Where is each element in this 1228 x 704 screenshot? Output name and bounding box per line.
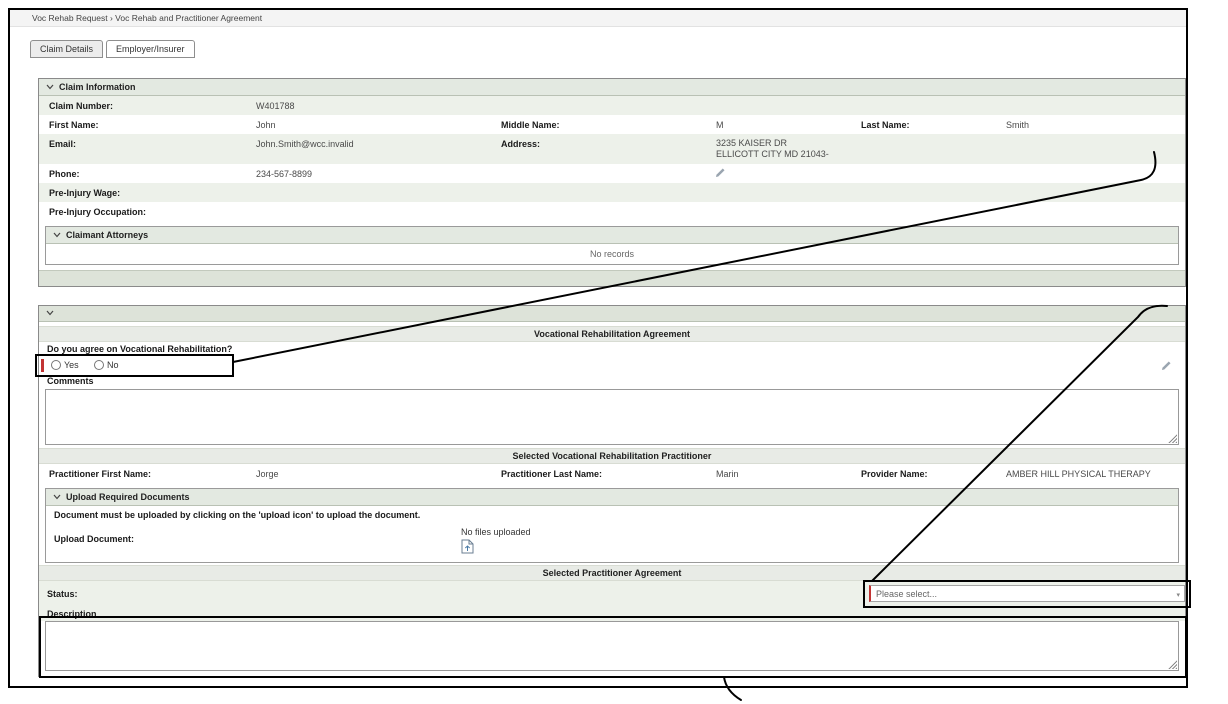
edit-icon[interactable]: [1162, 361, 1171, 372]
no-records-text: No records: [46, 244, 1178, 264]
middle-name-label: Middle Name:: [501, 120, 560, 130]
collapse-chevron-icon: [46, 79, 54, 95]
claim-number-label: Claim Number:: [49, 101, 114, 111]
panel-collapse-bar[interactable]: [39, 306, 1185, 322]
email-address-row: Email: John.Smith@wcc.invalid Address: 3…: [39, 134, 1185, 164]
practitioner-first-name-value: Jorge: [256, 469, 279, 479]
claim-number-value: W401788: [256, 101, 295, 111]
pre-injury-occupation-row: Pre-Injury Occupation:: [39, 202, 1185, 221]
claim-information-header[interactable]: Claim Information: [39, 79, 1185, 96]
pre-injury-occupation-label: Pre-Injury Occupation:: [49, 207, 147, 217]
practitioner-first-name-label: Practitioner First Name:: [49, 469, 152, 479]
collapse-chevron-icon: [53, 227, 61, 243]
app-frame: Voc Rehab Request › Voc Rehab and Practi…: [8, 8, 1188, 688]
section-title: Claimant Attorneys: [66, 230, 149, 240]
resize-grip-icon[interactable]: [1168, 434, 1177, 443]
upload-documents-header[interactable]: Upload Required Documents: [46, 489, 1178, 506]
voc-rehab-agreement-panel: Vocational Rehabilitation Agreement Do y…: [38, 305, 1186, 677]
pre-injury-wage-label: Pre-Injury Wage:: [49, 188, 121, 198]
upload-documents-box: Upload Required Documents Document must …: [45, 488, 1179, 563]
selected-practitioner-title: Selected Vocational Rehabilitation Pract…: [39, 448, 1185, 464]
upload-status-text: No files uploaded: [461, 527, 531, 537]
upload-icon[interactable]: [461, 539, 474, 557]
comments-textarea[interactable]: [45, 389, 1179, 445]
practitioner-row: Practitioner First Name: Jorge Practitio…: [39, 464, 1185, 486]
first-name-value: John: [256, 120, 276, 130]
agree-yes-label[interactable]: Yes: [64, 360, 79, 370]
status-select[interactable]: Please select... ▾: [869, 585, 1185, 602]
email-value: John.Smith@wcc.invalid: [256, 139, 354, 149]
edit-icon[interactable]: [716, 168, 725, 179]
status-select-value: Please select...: [876, 589, 938, 599]
section-title: Upload Required Documents: [66, 492, 190, 502]
provider-name-value: AMBER HILL PHYSICAL THERAPY: [1006, 469, 1151, 479]
practitioner-last-name-value: Marin: [716, 469, 739, 479]
practitioner-last-name-label: Practitioner Last Name:: [501, 469, 603, 479]
phone-row: Phone: 234-567-8899: [39, 164, 1185, 183]
upload-document-row: Upload Document: No files uploaded: [46, 524, 1178, 562]
claim-number-row: Claim Number: W401788: [39, 96, 1185, 115]
description-label: Description: [39, 607, 1185, 621]
first-name-label: First Name:: [49, 120, 99, 130]
middle-name-value: M: [716, 120, 724, 130]
address-label: Address:: [501, 139, 541, 149]
section-title: Claim Information: [59, 82, 136, 92]
description-field-wrap: [45, 621, 1179, 671]
phone-label: Phone:: [49, 169, 80, 179]
agreement-options-row: Yes No: [39, 357, 1185, 375]
name-row: First Name: John Middle Name: M Last Nam…: [39, 115, 1185, 134]
provider-name-label: Provider Name:: [861, 469, 928, 479]
agreement-question-label: Do you agree on Vocational Rehabilitatio…: [47, 344, 233, 354]
phone-value: 234-567-8899: [256, 169, 313, 179]
practitioner-agreement-title: Selected Practitioner Agreement: [39, 565, 1185, 581]
agree-no-radio[interactable]: [94, 360, 104, 370]
status-row: Status: Please select... ▾: [39, 581, 1185, 607]
voc-rehab-agreement-title: Vocational Rehabilitation Agreement: [39, 326, 1185, 342]
agree-no-option: No: [94, 360, 119, 370]
tab-employer-insurer[interactable]: Employer/Insurer: [106, 40, 195, 58]
status-label: Status:: [47, 589, 78, 599]
description-textarea[interactable]: [45, 621, 1179, 671]
claim-information-panel: Claim Information Claim Number: W401788 …: [38, 78, 1186, 287]
claim-panel-footer: [39, 270, 1185, 286]
comments-label: Comments: [47, 376, 94, 386]
tab-bar: Claim Details Employer/Insurer: [30, 40, 198, 58]
pre-injury-wage-row: Pre-Injury Wage:: [39, 183, 1185, 202]
claimant-attorneys-box: Claimant Attorneys No records: [45, 226, 1179, 265]
agree-no-label[interactable]: No: [107, 360, 119, 370]
email-label: Email:: [49, 139, 77, 149]
collapse-chevron-icon: [46, 306, 54, 321]
tab-claim-details[interactable]: Claim Details: [30, 40, 104, 58]
dropdown-caret-icon: ▾: [1176, 592, 1180, 599]
last-name-value: Smith: [1006, 120, 1030, 130]
claimant-attorneys-header[interactable]: Claimant Attorneys: [46, 227, 1178, 244]
last-name-label: Last Name:: [861, 120, 910, 130]
address-value: 3235 KAISER DR ELLICOTT CITY MD 21043-: [716, 138, 829, 159]
breadcrumb-bar: Voc Rehab Request › Voc Rehab and Practi…: [10, 10, 1186, 27]
agree-yes-option: Yes: [51, 360, 79, 370]
comments-field-wrap: [45, 389, 1179, 445]
required-marker: [41, 359, 44, 372]
upload-instruction-text: Document must be uploaded by clicking on…: [54, 510, 421, 520]
collapse-chevron-icon: [53, 489, 61, 505]
breadcrumb[interactable]: Voc Rehab Request › Voc Rehab and Practi…: [32, 13, 263, 23]
agree-yes-radio[interactable]: [51, 360, 61, 370]
upload-document-label: Upload Document:: [54, 534, 134, 544]
